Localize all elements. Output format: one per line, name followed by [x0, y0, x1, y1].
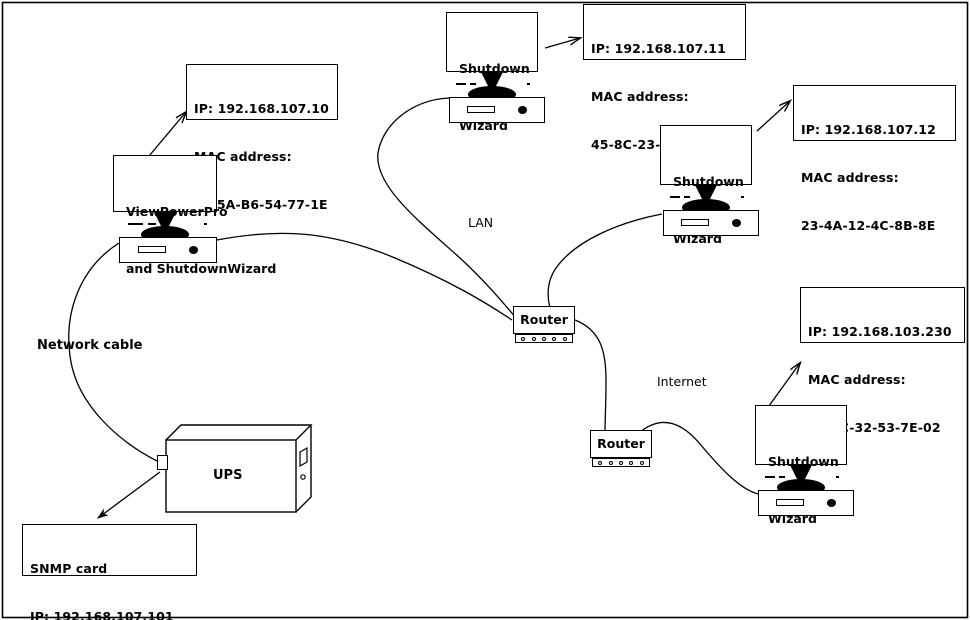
wire-viewpowerpro-to-ups — [68, 242, 158, 462]
drive-slot-icon — [467, 106, 495, 113]
router-port-icon — [639, 460, 644, 465]
router-port-icon — [521, 336, 526, 341]
router-port-icon — [541, 336, 546, 341]
ups-shape — [165, 424, 313, 513]
power-button-icon — [189, 246, 198, 254]
callout-line: IP: 192.168.107.10 — [194, 101, 329, 116]
screen-line: and ShutdownWizard — [126, 261, 277, 276]
router-port-icon — [562, 336, 567, 341]
computer-base-shutdownwizard-internet — [758, 490, 854, 516]
wire-lan-router-to-internet-router — [574, 319, 607, 433]
leader-callout-snmp-card — [96, 471, 161, 519]
wire-shutdownwizard-top-to-lan-router — [377, 97, 517, 319]
callout-line: IP: 192.168.103.230 — [808, 324, 952, 339]
label-lan: LAN — [468, 215, 494, 230]
leader-callout-shutdownwizard-right — [756, 101, 790, 132]
power-button-icon — [518, 106, 527, 114]
label-internet: Internet — [657, 374, 707, 389]
callout-line: MAC address: — [591, 89, 689, 104]
wire-shutdownwizard-right-to-lan-router — [547, 213, 663, 316]
callout-line: SNMP card — [30, 561, 108, 576]
desk-line — [670, 196, 680, 198]
desk-line — [836, 476, 839, 478]
callout-line: IP: 192.168.107.12 — [801, 122, 936, 137]
router-port-icon — [608, 460, 613, 465]
drive-slot-icon — [138, 246, 166, 253]
router-ports — [592, 458, 650, 467]
callout-line: IP: 192.168.107.11 — [591, 41, 726, 56]
drive-slot-icon — [681, 219, 709, 226]
desk-line — [148, 223, 156, 225]
callout-line: IP: 192.168.107.101 — [30, 609, 174, 620]
callout-line: 70-5A-B6-54-77-1E — [194, 197, 328, 212]
callout-line: MAC address: — [801, 170, 899, 185]
router-port-icon — [531, 336, 536, 341]
router-port-icon — [629, 460, 634, 465]
wire-internet-router-to-shutdownwizard — [639, 421, 759, 495]
desk-line — [765, 476, 775, 478]
desk-line — [128, 223, 143, 225]
power-button-icon — [732, 219, 741, 227]
router-label: Router — [513, 306, 575, 334]
callout-viewpowerpro: IP: 192.168.107.10 MAC address: 70-5A-B6… — [186, 64, 338, 212]
desk-line — [527, 83, 530, 85]
desk-line — [684, 196, 690, 198]
desk-line — [741, 196, 744, 198]
screen-line: Shutdown — [459, 61, 530, 76]
callout-shutdownwizard-top: IP: 192.168.107.11 MAC address: 45-8C-23… — [583, 4, 746, 152]
desk-line — [204, 223, 207, 225]
leader-callout-shutdownwizard-internet — [765, 363, 800, 411]
ups-side-panel — [299, 446, 308, 480]
router-port-icon — [598, 460, 603, 465]
screen-line: ViewPowerPro — [126, 204, 228, 219]
leader-callout-viewpowerpro — [143, 112, 186, 163]
power-button-icon — [827, 499, 836, 507]
router-ports — [515, 334, 573, 343]
leader-callout-shutdownwizard-top — [544, 38, 580, 49]
router-port-icon — [618, 460, 623, 465]
callout-line: 23-4A-12-4C-8B-8E — [801, 218, 936, 233]
router-port-icon — [552, 336, 557, 341]
drive-slot-icon — [776, 499, 804, 506]
monitor-screen-shutdownwizard-internet: Shutdown Wizard — [755, 405, 847, 526]
callout-line: MAC address: — [808, 372, 906, 387]
desk-line — [779, 476, 785, 478]
monitor-screen-shutdownwizard-top: Shutdown Wizard — [446, 12, 538, 133]
monitor-screen-viewpowerpro: ViewPowerPro and ShutdownWizard — [113, 155, 276, 276]
callout-snmp-card: SNMP card IP: 192.168.107.101 — [22, 524, 197, 620]
router-label: Router — [590, 430, 652, 458]
ups-network-port-icon — [157, 455, 168, 470]
label-network-cable: Network cable — [37, 338, 143, 353]
screen-line: Shutdown — [768, 454, 839, 469]
callout-shutdownwizard-right: IP: 192.168.107.12 MAC address: 23-4A-12… — [793, 85, 956, 233]
screen-line: Shutdown — [673, 174, 744, 189]
computer-base-shutdownwizard-right — [663, 210, 759, 236]
computer-base-shutdownwizard-top — [449, 97, 545, 123]
wire-viewpowerpro-to-lan-router — [216, 232, 513, 321]
ups-label: UPS — [213, 468, 243, 483]
computer-base-viewpowerpro — [119, 237, 217, 263]
desk-line — [470, 83, 476, 85]
desk-line — [456, 83, 466, 85]
callout-shutdownwizard-internet: IP: 192.168.103.230 MAC address: 12-9C-3… — [800, 287, 965, 435]
monitor-screen-shutdownwizard-right: Shutdown Wizard — [660, 125, 752, 246]
